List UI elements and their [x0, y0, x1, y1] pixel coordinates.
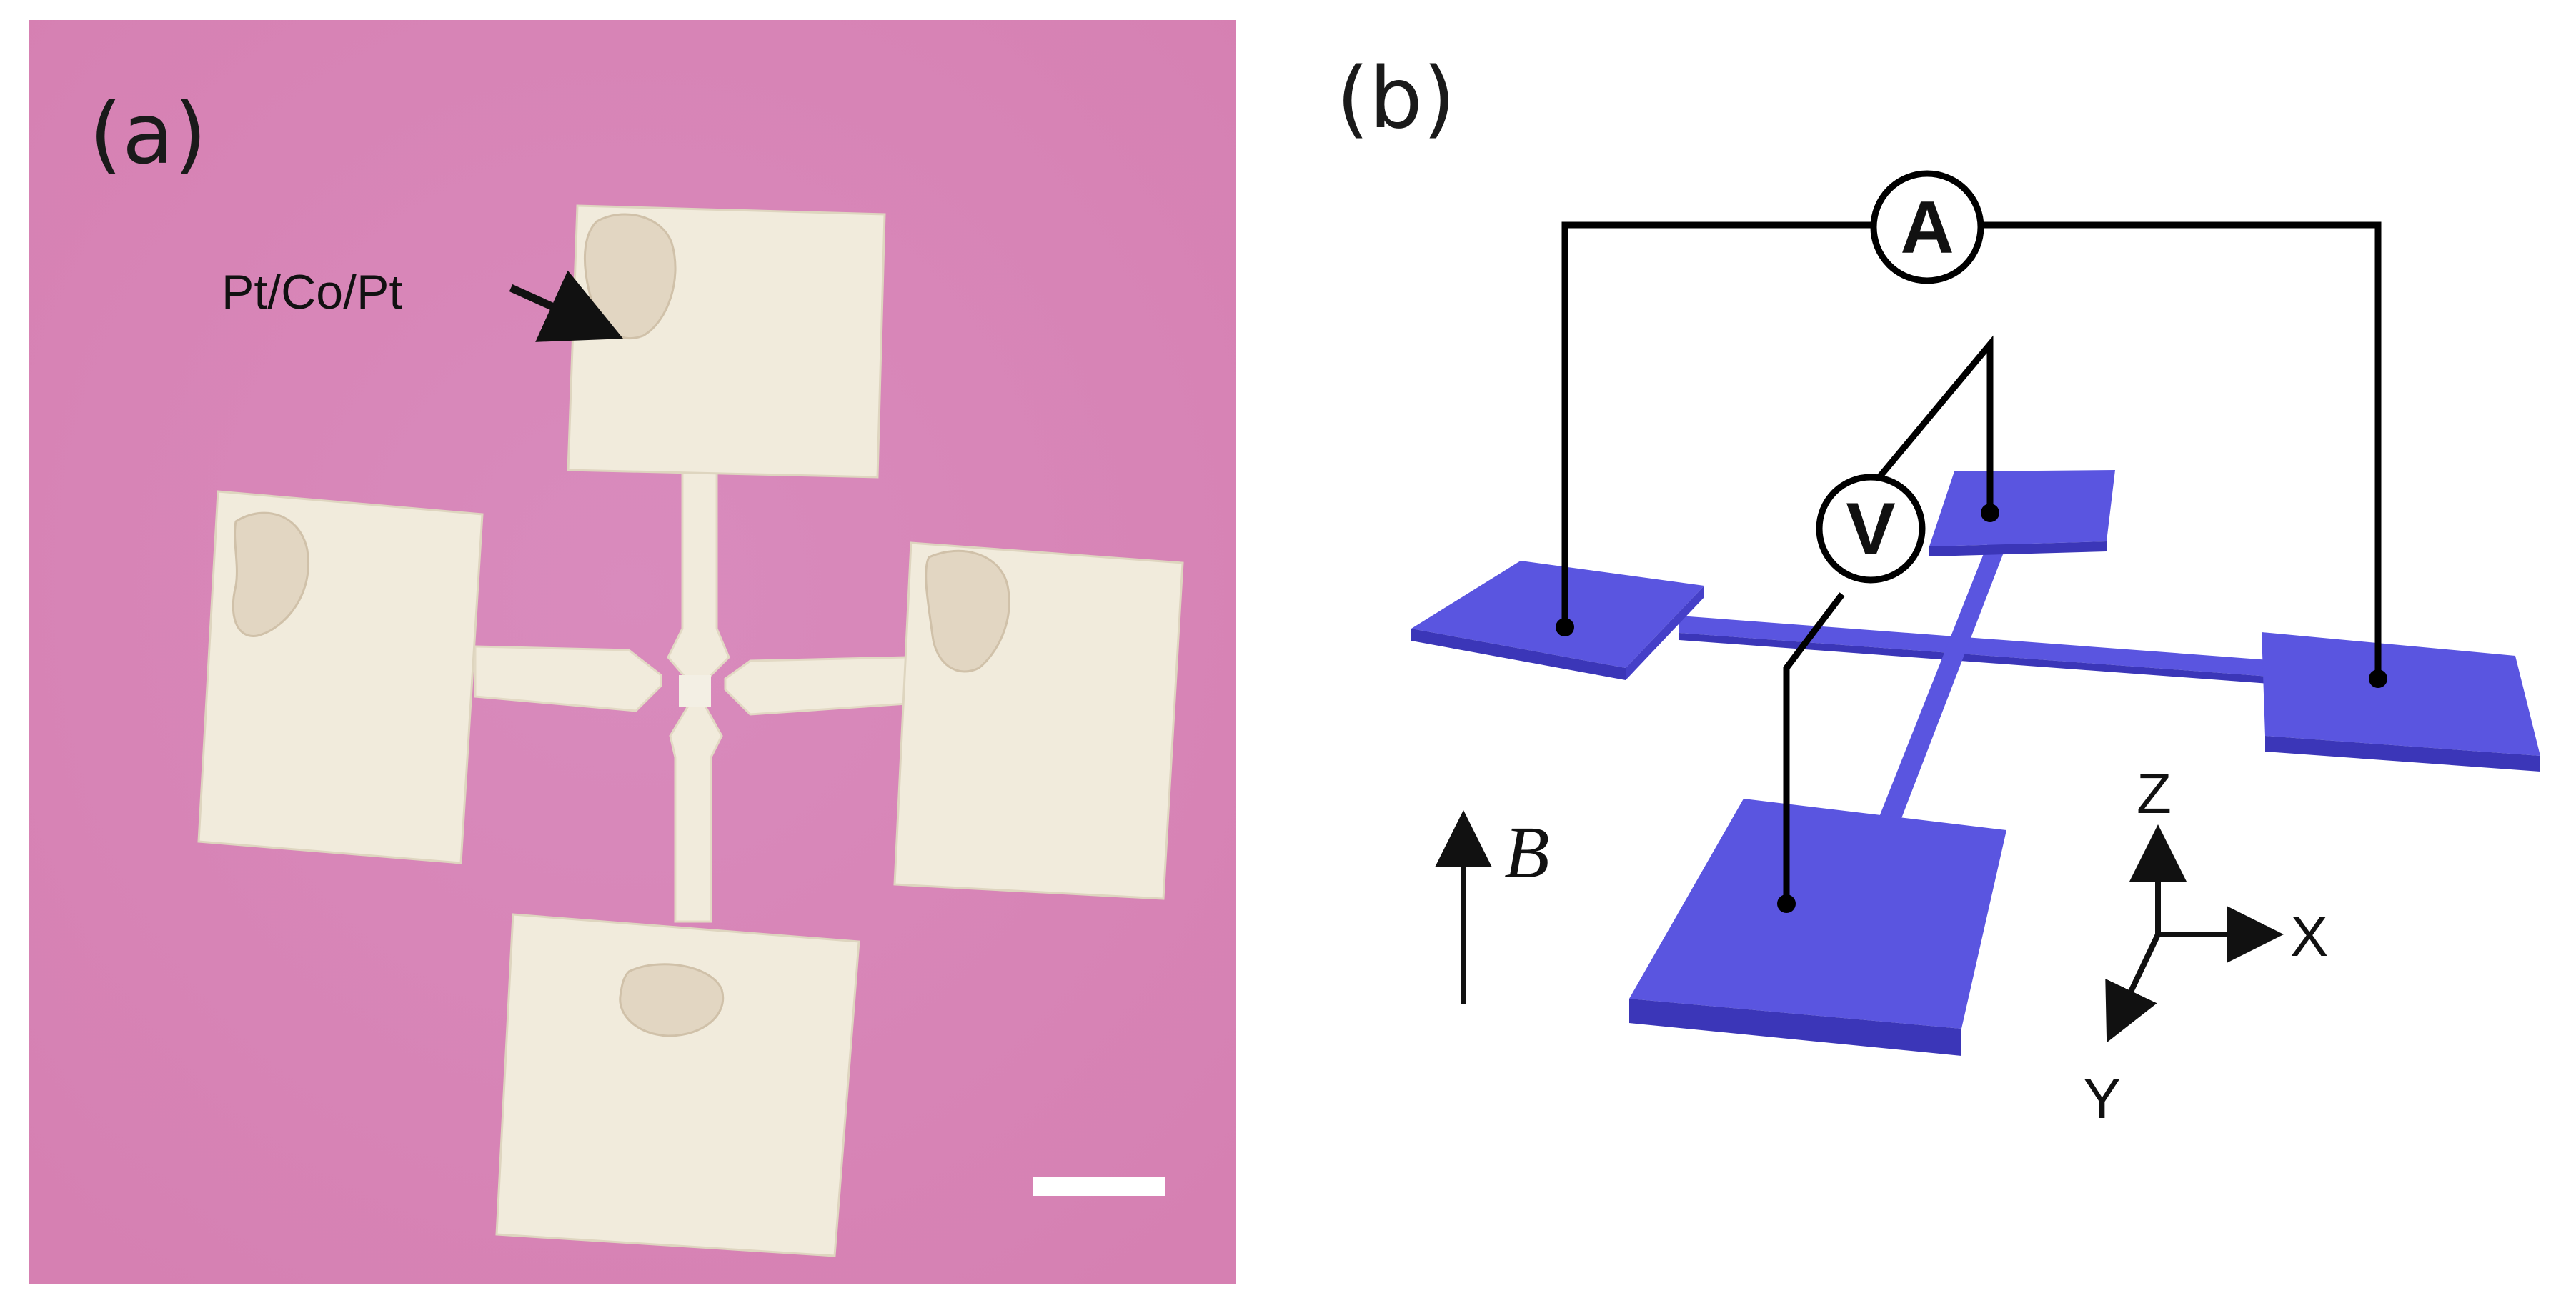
residue-right: [925, 549, 1010, 673]
contact-dot-top: [1981, 504, 1999, 522]
electrode-pads: [197, 204, 1184, 1257]
device-pads: [1411, 470, 2540, 1056]
voltage-channel: [1878, 532, 2011, 820]
axis-x-label: X: [2290, 904, 2328, 968]
material-annotation: Pt/Co/Pt: [222, 265, 402, 319]
circuit-wiring: [1556, 221, 2387, 913]
pad-bottom-3d: [1629, 799, 2006, 1056]
axis-z-label: Z: [2137, 762, 2172, 825]
axis-y-line: [2105, 933, 2161, 1043]
panel-b: (b): [1336, 49, 2540, 1130]
ammeter-label: A: [1900, 186, 1954, 269]
axis-y-label: Y: [2083, 1067, 2121, 1130]
annotation-arrow: [509, 270, 624, 342]
hall-bar-channels: [1679, 532, 2279, 827]
contact-dot-right: [2369, 669, 2387, 688]
ammeter-wire: [1561, 221, 1874, 627]
center-junction: [679, 675, 711, 707]
contact-dot-bottom: [1777, 894, 1796, 913]
residue-bottom: [619, 963, 725, 1037]
ammeter-wire-right: [1981, 221, 2382, 679]
coordinate-axes: Z X Y: [2083, 762, 2328, 1130]
pad-right-3d: [2262, 632, 2540, 772]
ammeter: A: [1870, 170, 1984, 284]
voltmeter: V: [1816, 474, 1926, 584]
pad-left-3d: [1411, 561, 1704, 680]
scale-bar: [1033, 1177, 1165, 1196]
voltmeter-wire-bottom: [1783, 592, 1845, 904]
pad-top-3d: [1929, 470, 2115, 556]
voltmeter-label: V: [1846, 488, 1895, 571]
bottom-arm: [669, 702, 723, 923]
contact-dot-left: [1556, 618, 1574, 636]
panel-a-label: (a): [89, 84, 207, 183]
panel-a: Pt/Co/Pt (a): [29, 20, 1236, 1284]
current-channel-edge: [1679, 633, 2279, 684]
residue-left: [232, 511, 309, 637]
voltmeter-wire-top: [1876, 335, 1994, 514]
right-arm: [724, 656, 909, 716]
left-arm: [474, 645, 662, 712]
field-indicator: B: [1435, 810, 1550, 1004]
cross-structure: [474, 470, 909, 923]
current-channel: [1679, 616, 2279, 677]
field-label: B: [1504, 812, 1550, 894]
panel-b-label: (b): [1336, 49, 1456, 147]
pad-bottom: [495, 913, 860, 1257]
